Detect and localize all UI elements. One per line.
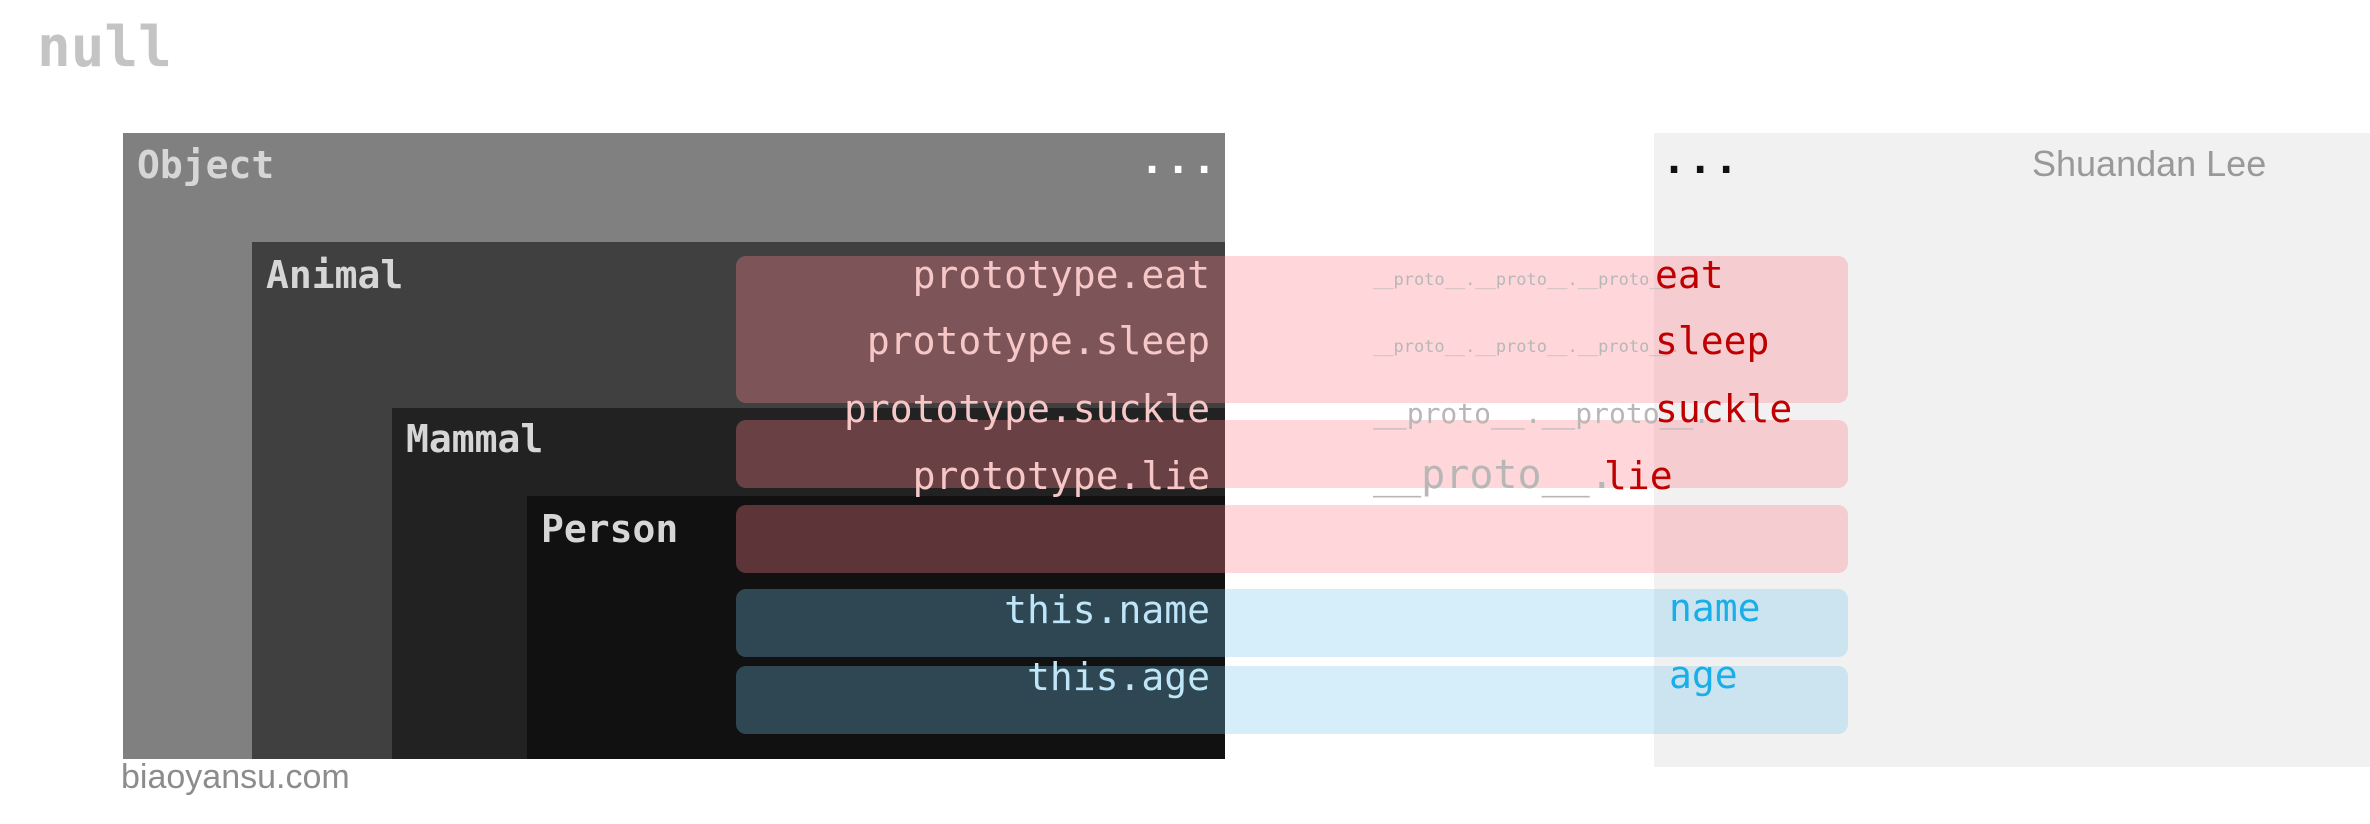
author-name: Shuandan Lee bbox=[2032, 143, 2267, 184]
object-ellipsis: ... bbox=[1140, 137, 1219, 183]
prop-lie: lie bbox=[1604, 454, 1673, 498]
instance-ellipsis: ... bbox=[1662, 137, 1741, 183]
instance-panel bbox=[1654, 133, 2370, 767]
band-animal-prototype bbox=[736, 256, 1848, 403]
prop-suckle: suckle bbox=[1655, 387, 1793, 431]
object-title: Object bbox=[137, 143, 275, 187]
mammal-title: Mammal bbox=[406, 417, 544, 461]
null-label: null bbox=[37, 15, 172, 80]
band-mammal-prototype bbox=[736, 420, 1848, 488]
prop-name: name bbox=[1669, 586, 1761, 630]
proto-chain-suckle: __proto__.__proto__. bbox=[1373, 397, 1711, 430]
band-this-name bbox=[736, 589, 1848, 657]
prop-sleep: sleep bbox=[1655, 319, 1770, 363]
proto-chain-lie: __proto__. bbox=[1373, 452, 1614, 498]
band-this-age bbox=[736, 666, 1848, 734]
prop-age: age bbox=[1669, 653, 1738, 697]
site-watermark: biaoyansu.com bbox=[121, 758, 350, 796]
label-prototype-lie: prototype.lie bbox=[912, 454, 1210, 498]
label-prototype-eat: prototype.eat bbox=[912, 253, 1210, 297]
person-title: Person bbox=[541, 507, 679, 551]
person-box bbox=[527, 496, 1225, 759]
label-prototype-sleep: prototype.sleep bbox=[866, 319, 1210, 363]
proto-chain-eat: __proto__.__proto__.__proto__. bbox=[1373, 270, 1681, 290]
proto-chain-sleep: __proto__.__proto__.__proto__. bbox=[1373, 337, 1681, 357]
label-this-name: this.name bbox=[1004, 588, 1210, 632]
animal-title: Animal bbox=[266, 253, 404, 297]
band-person-prototype bbox=[736, 505, 1848, 573]
prop-eat: eat bbox=[1655, 253, 1724, 297]
label-this-age: this.age bbox=[1026, 655, 1210, 699]
label-prototype-suckle: prototype.suckle bbox=[843, 387, 1210, 431]
